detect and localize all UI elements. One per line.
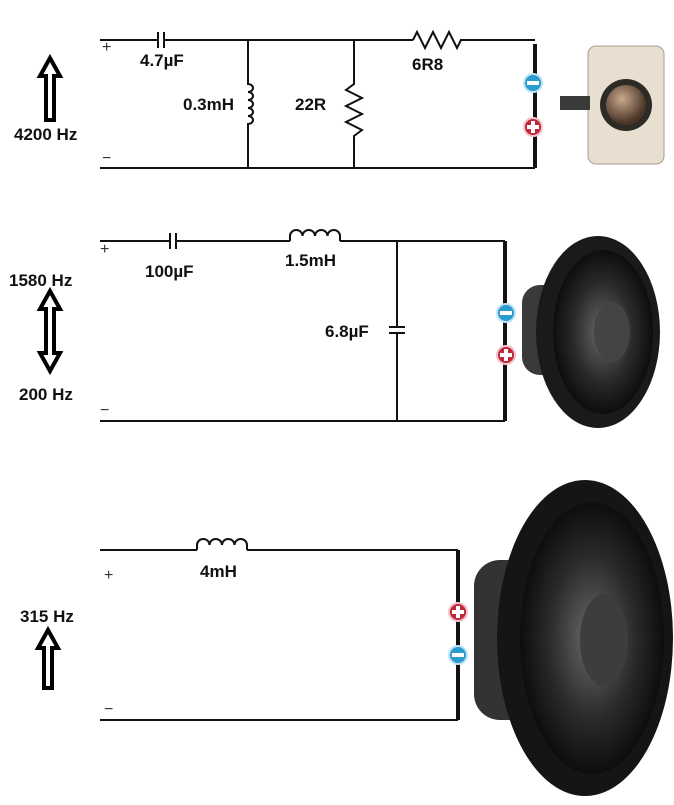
resistor-6r8-symbol (412, 29, 462, 51)
woofer-circuit: + − 4mH 315 Hz (20, 480, 673, 796)
tweeter-circuit: + − 4.7µF 0.3mH 22R 6R8 4200 Hz (14, 29, 665, 169)
minus-terminal-icon (448, 645, 468, 665)
resistor-22r-symbol (343, 40, 365, 168)
capacitor-100uf-symbol (169, 233, 177, 249)
plus-sign: + (100, 241, 109, 258)
capacitor-label: 100µF (145, 262, 194, 281)
inductor-1.5mh-symbol (289, 229, 341, 241)
resistor-label: 6R8 (412, 55, 443, 74)
inductor-4mh-symbol (196, 538, 248, 550)
midrange-speaker-image (522, 236, 660, 428)
minus-sign: − (102, 150, 111, 167)
plus-terminal-icon (523, 117, 543, 137)
inductor-label: 1.5mH (285, 251, 336, 270)
midrange-circuit: + − 100µF 1.5mH 6.8µF 1580 Hz 200 Hz (9, 229, 660, 428)
double-arrow-icon (36, 286, 64, 376)
frequency-label: 4200 Hz (14, 125, 77, 144)
frequency-label: 315 Hz (20, 607, 74, 626)
arrow-up-icon (34, 625, 62, 690)
resistor-label: 22R (295, 95, 326, 114)
plus-terminal-icon (448, 602, 468, 622)
arrow-up-icon (36, 53, 64, 122)
frequency-high-label: 1580 Hz (9, 271, 72, 290)
tweeter-image (560, 45, 665, 165)
plus-sign: + (102, 39, 111, 56)
capacitor-6.8uf-symbol (389, 241, 405, 421)
inductor-0.3mh-symbol (247, 40, 254, 168)
minus-terminal-icon (496, 303, 516, 323)
minus-sign: − (104, 701, 113, 718)
plus-sign: + (104, 567, 113, 584)
minus-sign: − (100, 402, 109, 419)
capacitor-label: 4.7µF (140, 51, 184, 70)
inductor-label: 0.3mH (183, 95, 234, 114)
plus-terminal-icon (496, 345, 516, 365)
woofer-speaker-image (474, 480, 673, 796)
minus-terminal-icon (523, 73, 543, 93)
frequency-low-label: 200 Hz (19, 385, 73, 404)
inductor-label: 4mH (200, 562, 237, 581)
capacitor-label: 6.8µF (325, 322, 369, 341)
capacitor-4.7uf-symbol (157, 32, 165, 48)
